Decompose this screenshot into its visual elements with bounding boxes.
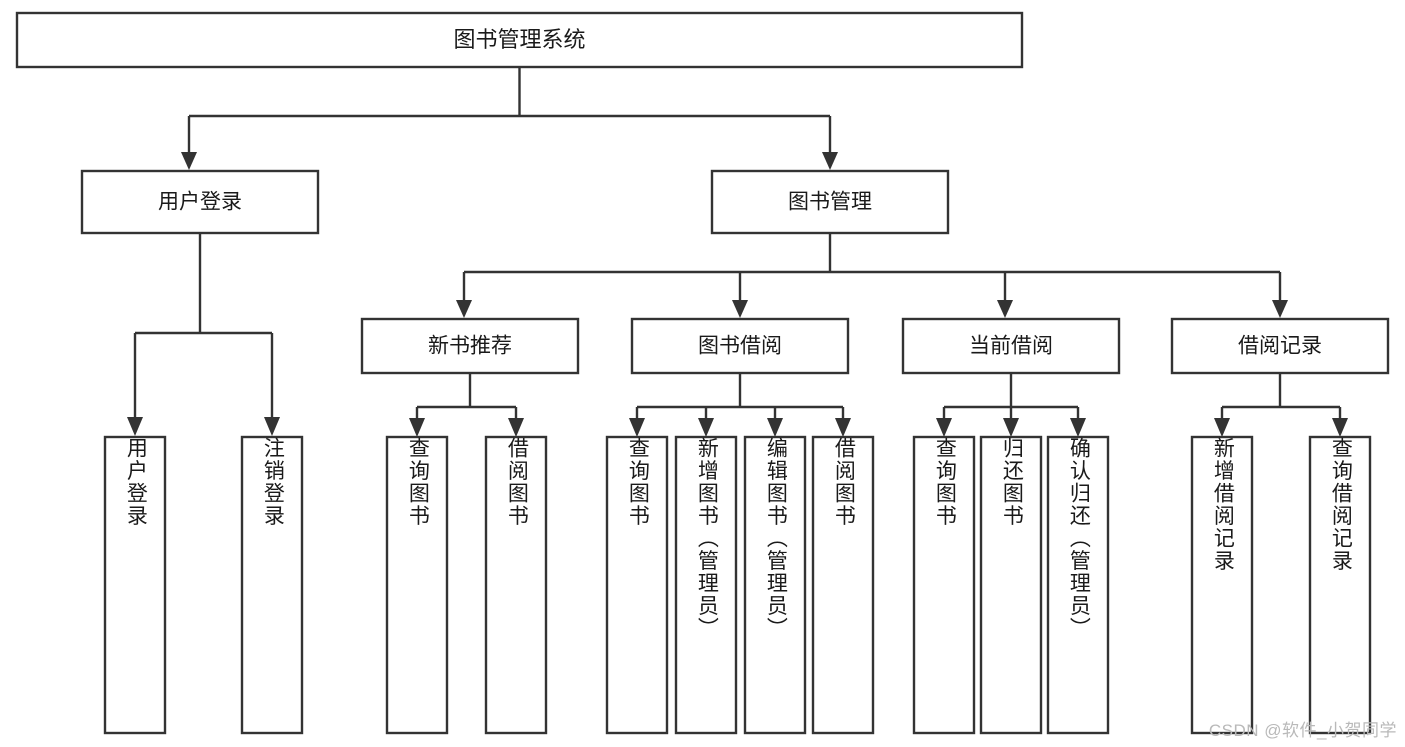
- leaf-box-add-record[interactable]: [1190, 435, 1254, 735]
- arrow-head-icon: [698, 418, 714, 437]
- arrow-head-icon: [264, 417, 280, 436]
- node-user-login-box[interactable]: [80, 169, 320, 235]
- node-root[interactable]: 图书管理系统: [15, 11, 1024, 69]
- node-root-box[interactable]: [15, 11, 1024, 69]
- arrow-head-icon: [822, 152, 838, 170]
- leaf-box-logout[interactable]: [240, 435, 304, 735]
- leaf-box-confirm-return[interactable]: [1046, 435, 1110, 735]
- arrow-head-icon: [997, 300, 1013, 318]
- leaf-box-query-book-3[interactable]: [912, 435, 976, 735]
- arrow-head-icon: [409, 418, 425, 437]
- node-current-borrow[interactable]: 当前借阅: [901, 317, 1121, 375]
- node-user-login[interactable]: 用户登录: [80, 169, 320, 235]
- connector-root-bus: [181, 67, 838, 170]
- node-book-borrow[interactable]: 图书借阅: [630, 317, 850, 375]
- arrow-head-icon: [629, 418, 645, 437]
- leaf-box-query-record[interactable]: [1308, 435, 1372, 735]
- watermark-text: CSDN @软件_小贺同学: [1208, 721, 1397, 740]
- node-root-label: 图书管理系统: [453, 27, 585, 52]
- node-book-management[interactable]: 图书管理: [710, 169, 950, 235]
- node-new-book-recommend-label: 新书推荐: [428, 335, 512, 358]
- leaf-box-borrow-book-2[interactable]: [811, 435, 875, 735]
- node-new-book-recommend-box[interactable]: [360, 317, 580, 375]
- arrow-head-icon: [767, 418, 783, 437]
- node-current-borrow-box[interactable]: [901, 317, 1121, 375]
- node-book-borrow-label: 图书借阅: [698, 335, 782, 358]
- arrow-head-icon: [1070, 418, 1086, 437]
- connector-book-borrow-children: [629, 373, 851, 437]
- leaf-box-query-book-2[interactable]: [605, 435, 669, 735]
- node-current-borrow-label: 当前借阅: [969, 335, 1053, 358]
- connector-user-login-children: [127, 233, 280, 436]
- node-user-login-label: 用户登录: [158, 191, 242, 214]
- leaf-box-return-book[interactable]: [979, 435, 1043, 735]
- arrow-head-icon: [127, 417, 143, 436]
- arrow-head-icon: [835, 418, 851, 437]
- arrow-head-icon: [732, 300, 748, 318]
- node-new-book-recommend[interactable]: 新书推荐: [360, 317, 580, 375]
- node-borrow-record[interactable]: 借阅记录: [1170, 317, 1390, 375]
- arrow-head-icon: [1272, 300, 1288, 318]
- arrow-head-icon: [508, 418, 524, 437]
- leaf-box-edit-book[interactable]: [743, 435, 807, 735]
- connector-book-management-children: [456, 233, 1288, 318]
- leaf-box-query-book-1[interactable]: [385, 435, 449, 735]
- arrow-head-icon: [181, 152, 197, 170]
- connector-current-borrow-children: [936, 373, 1086, 437]
- arrow-head-icon: [1332, 418, 1348, 437]
- node-book-management-label: 图书管理: [788, 191, 872, 214]
- connector-borrow-record-children: [1214, 373, 1348, 437]
- arrow-head-icon: [936, 418, 952, 437]
- node-borrow-record-label: 借阅记录: [1238, 335, 1322, 358]
- arrow-head-icon: [1003, 418, 1019, 437]
- leaf-box-add-book[interactable]: [674, 435, 738, 735]
- arrow-head-icon: [1214, 418, 1230, 437]
- connector-new-book-children: [409, 373, 524, 437]
- leaf-box-borrow-book-1[interactable]: [484, 435, 548, 735]
- leaf-box-user-login[interactable]: [103, 435, 167, 735]
- arrow-head-icon: [456, 300, 472, 318]
